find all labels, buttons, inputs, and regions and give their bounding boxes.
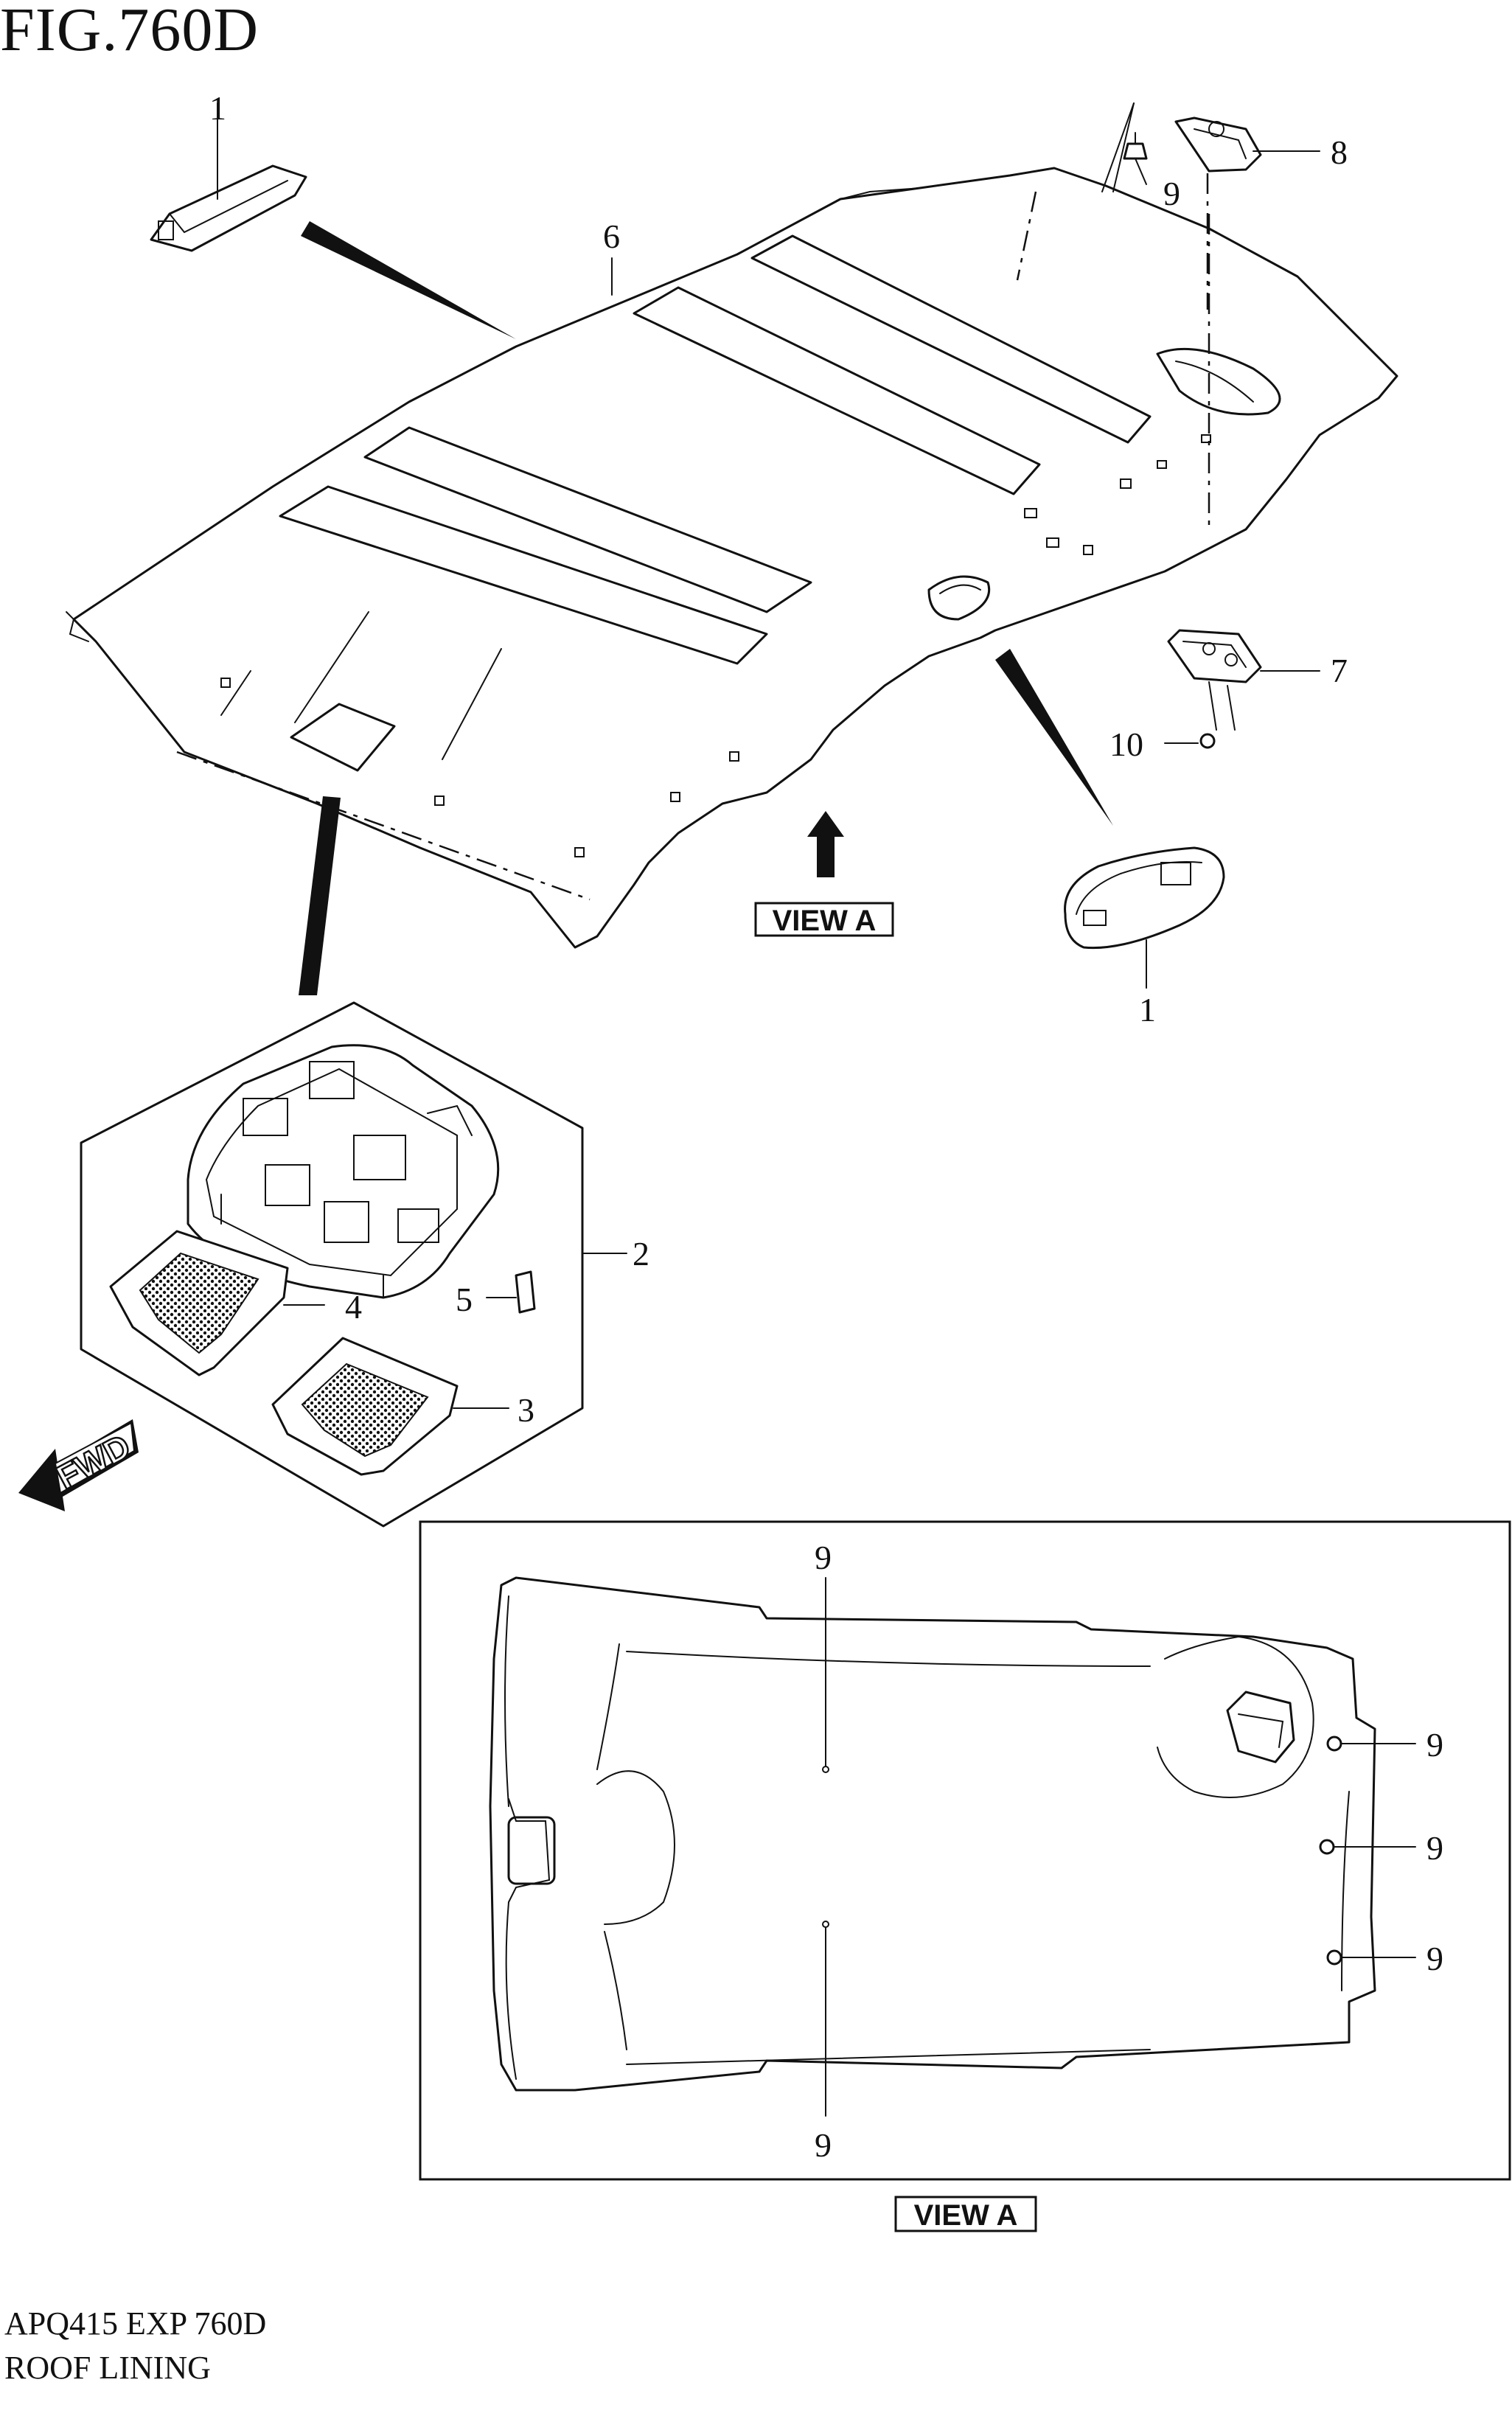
view-a-caption-label: VIEW A (914, 2199, 1018, 2232)
part-5-clip (486, 1270, 536, 1314)
console-assembly-box (80, 1001, 627, 1528)
part-4-lens (109, 1230, 325, 1376)
view-a-inset (419, 1520, 1511, 2181)
figure-title: FIG.760D (0, 0, 259, 64)
callout-3: 3 (518, 1391, 534, 1429)
figure-code: APQ415 EXP 760D (4, 2305, 267, 2342)
part-1-lamp (1064, 846, 1225, 989)
roof-lining-panel (66, 167, 1398, 949)
view-a-arrow: VIEW A (754, 811, 894, 937)
view-a-label: VIEW A (773, 905, 877, 937)
callout-9-view-bottom: 9 (815, 2126, 832, 2164)
callout-7: 7 (1331, 652, 1348, 689)
roof-strip-2 (363, 426, 812, 613)
part-7-bracket (1167, 629, 1320, 731)
callout-9-view-r2: 9 (1426, 1829, 1443, 1867)
callout-9-top: 9 (1163, 175, 1180, 212)
callout-2: 2 (633, 1235, 649, 1273)
figure-name: ROOF LINING (4, 2350, 211, 2386)
view-a-caption: VIEW A (894, 2196, 1037, 2232)
callout-6: 6 (603, 217, 620, 255)
callout-8: 8 (1331, 133, 1348, 171)
part-10-screw (1164, 733, 1216, 749)
leader-arrow-lamp (995, 649, 1113, 826)
part-9-clip (1101, 102, 1148, 192)
fwd-label: FWD (50, 1427, 136, 1497)
roof-console-cutout (290, 703, 396, 772)
leader-arrow-lamp-top (301, 221, 516, 339)
roof-strip-4 (750, 234, 1152, 444)
leader-arrow-console (299, 796, 341, 995)
callout-1-top: 1 (209, 89, 226, 127)
callout-9-view-top: 9 (815, 1539, 832, 1576)
callout-9-view-r1: 9 (1426, 1726, 1443, 1764)
part-8-bracket (1174, 116, 1320, 310)
part-1-lamp-top (150, 102, 307, 252)
callout-1-lamp: 1 (1139, 991, 1156, 1028)
part-3-lens (271, 1337, 509, 1476)
callout-10: 10 (1109, 725, 1143, 763)
fwd-arrow: FWD (18, 1419, 139, 1511)
callout-9-view-r3: 9 (1426, 1940, 1443, 1977)
roof-strip-1 (279, 485, 768, 665)
callout-5: 5 (456, 1281, 473, 1318)
callout-4: 4 (345, 1288, 362, 1326)
roof-strip-3 (633, 286, 1041, 495)
